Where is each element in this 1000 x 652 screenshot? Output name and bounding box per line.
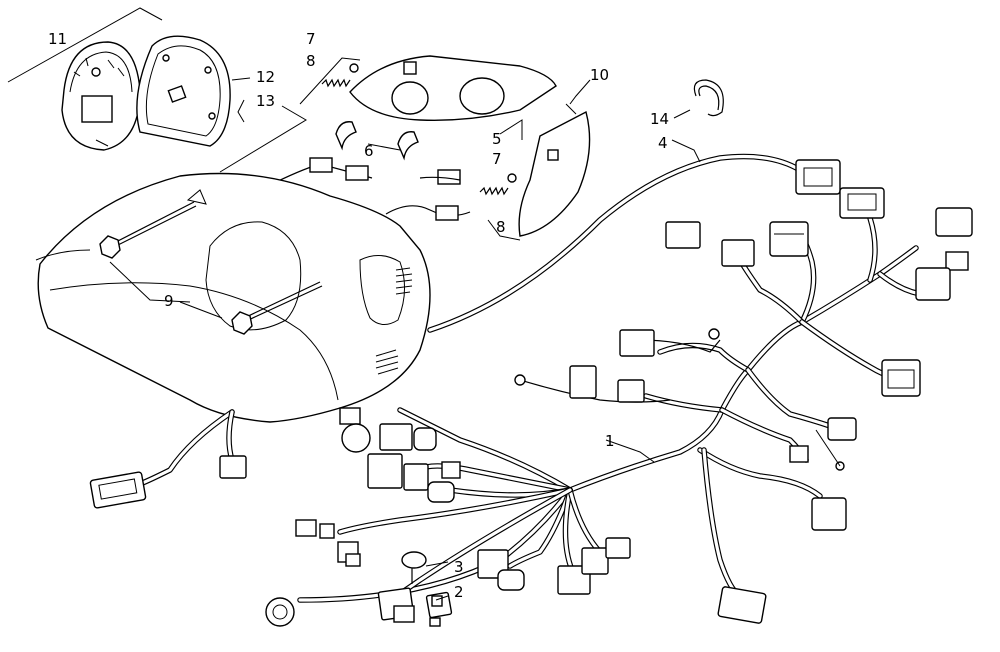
grommet-3: [401, 551, 427, 584]
connector-bottom-left-round: [265, 597, 295, 627]
bulb-sockets-6: [335, 121, 419, 161]
mounting-bolt-9-lower: [231, 281, 323, 335]
connector-bottom-right: [717, 586, 767, 624]
connector-bottom-mid: [477, 537, 631, 595]
callout-14: 14: [650, 110, 669, 128]
callout-9: 9: [164, 292, 174, 310]
connector-right-c: [881, 359, 921, 397]
headlight-reflector-lower: [518, 103, 591, 237]
connector-cluster-center: [339, 407, 461, 503]
connector-right-mid: [789, 417, 857, 531]
callout-1: 1: [605, 432, 615, 450]
leader-4: [671, 139, 701, 163]
ground-wire-2: [519, 379, 671, 403]
connector-mid-b: [514, 365, 645, 403]
callout-7-upper: 7: [306, 30, 316, 48]
callout-7-lower: 7: [492, 150, 502, 168]
callout-2: 2: [454, 583, 464, 601]
callout-3: 3: [454, 558, 464, 576]
headlight-housing-upper: [349, 55, 557, 121]
main-wiring-harness: [89, 79, 973, 627]
callout-4: 4: [658, 134, 668, 152]
leader-10: [569, 79, 591, 105]
connector-bottom-center: [377, 587, 453, 627]
callout-8-upper: 8: [306, 52, 316, 70]
connector-4: [795, 159, 841, 195]
connector-lower-left: [295, 519, 361, 567]
leader-12: [231, 77, 251, 81]
leader-8b: [487, 219, 521, 241]
connector-upper-right-c: [915, 267, 951, 301]
callout-bracket-6: [219, 105, 307, 173]
callout-bracket-7-8: [299, 57, 361, 105]
leader-9a: [109, 261, 191, 303]
spring-7-8-upper: [321, 63, 359, 88]
connector-upper-right-b: [935, 207, 973, 271]
connector-left-pigtail: [89, 455, 247, 509]
leader-1: [605, 439, 655, 463]
leader-5: [499, 119, 523, 140]
hood-vent-grille: [375, 267, 413, 375]
gauge-housing: [136, 35, 231, 147]
callout-5: 5: [492, 130, 502, 148]
callout-8-lower: 8: [496, 218, 506, 236]
hood-panel: [35, 172, 431, 423]
connector-top-mid-a: [665, 221, 755, 267]
headlight-assembly: [219, 55, 591, 241]
speedometer-gauge: [61, 41, 141, 151]
clip-2: [431, 595, 443, 607]
mounting-bolt-9-upper: [99, 201, 197, 259]
instrument-cluster-group: [7, 7, 251, 151]
callout-12: 12: [256, 68, 275, 86]
callout-11: 11: [48, 30, 67, 48]
leader-13: [237, 99, 245, 123]
callout-labels: 1 2 3 4 5 6 7 7 8 8 9 10 11 12 13 14: [48, 30, 669, 601]
callout-10: 10: [590, 66, 609, 84]
connector-top-mid-b: [769, 221, 809, 257]
headlight-pigtail-connectors: [267, 157, 471, 221]
connector-mid-a: [619, 328, 720, 357]
connector-upper-right-a: [839, 187, 885, 219]
leader-14: [673, 109, 691, 119]
callout-6: 6: [364, 142, 374, 160]
leader-2: [435, 595, 449, 601]
callout-bracket-11: [7, 7, 163, 83]
wire-clip-14: [693, 79, 724, 117]
leader-9b: [179, 301, 223, 319]
leader-3: [425, 561, 449, 567]
callout-13: 13: [256, 92, 275, 110]
spring-7-8-lower: [479, 173, 517, 196]
